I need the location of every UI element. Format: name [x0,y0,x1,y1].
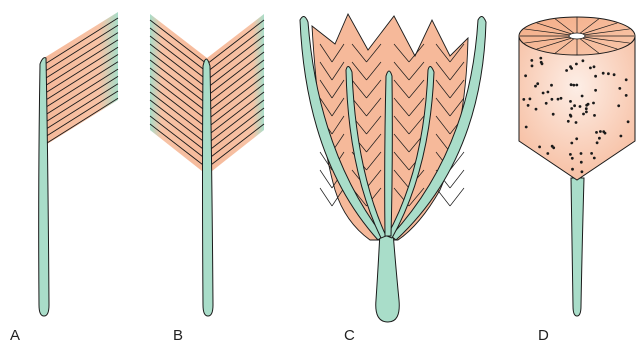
figure-a-parallel-muscle [39,12,118,316]
stipple-dot [525,126,528,129]
stipple-dot [565,69,568,72]
stipple-dot [531,65,534,68]
stipple-dot [593,114,596,117]
stipple-dot [570,142,573,145]
label-a: A [10,327,20,344]
stipple-dot [527,104,530,107]
stipple-dot [575,63,578,66]
stipple-dot [535,108,538,111]
stipple-dot [522,98,525,101]
stipple-dot [593,65,596,68]
stipple-dot [529,98,532,101]
stipple-dot [589,67,592,70]
stipple-dot [598,137,601,140]
fibre-line [320,188,332,206]
stipple-dot [573,104,576,107]
stipple-dot [595,131,598,134]
stipple-dot [594,75,597,78]
stipple-dot [575,137,578,140]
figure-c-tendon-center [385,71,393,236]
stipple-dot [575,84,578,87]
stipple-dot [569,65,572,68]
stipple-dot [581,170,584,173]
stipple-dot [571,157,574,160]
stipple-dot [550,84,553,87]
figure-b-left-belly [150,14,207,175]
stipple-dot [524,74,527,77]
stipple-dot [585,107,588,110]
stipple-dot [534,85,537,88]
stipple-dot [567,120,570,123]
stipple-dot [594,89,597,92]
stipple-dot [620,135,623,138]
label-b: B [173,327,183,344]
stipple-dot [569,100,572,103]
stipple-dot [569,153,572,156]
stipple-dot [613,73,616,76]
stipple-dot [590,152,593,155]
stipple-dot [536,82,539,85]
stipple-dot [572,84,575,87]
stipple-dot [625,94,628,97]
stipple-dot [582,113,585,116]
stipple-dot [570,107,573,110]
stipple-dot [592,102,595,105]
stipple-dot [571,168,574,171]
stipple-dot [539,57,542,60]
stipple-dot [579,105,582,108]
stipple-dot [580,161,583,164]
stipple-dot [581,95,584,98]
stipple-dot [551,145,554,148]
stipple-dot [587,103,590,106]
stipple-dot [540,61,543,64]
stipple-dot [551,98,554,101]
figure-c-tendon-stem [376,232,400,322]
stipple-dot [575,121,578,124]
stipple-dot [560,97,563,100]
stipple-dot [617,104,620,107]
stipple-dot [602,72,605,75]
stipple-dot [538,146,541,149]
fibre-line [450,188,464,206]
stipple-dot [547,91,550,94]
figure-b-right-belly [207,14,264,175]
stipple-dot [542,92,545,95]
figure-d-cylindrical-muscle [519,17,635,316]
stipple-dot [599,130,602,133]
stipple-dot [545,102,548,105]
stipple-dot [618,87,621,90]
label-d: D [538,327,549,344]
figure-d-tendon [571,178,584,316]
stipple-dot [596,141,599,144]
stipple-dot [593,157,596,160]
stipple-dot [552,113,555,116]
figure-b-bipennate-muscle [150,14,264,316]
stipple-dot [602,130,605,133]
figure-c-multipennate-muscle [300,14,486,322]
stipple-dot [625,78,628,81]
figure-d-center-ring [569,33,585,39]
stipple-dot [585,111,588,114]
stipple-dot [546,152,549,155]
stipple-dot [607,72,610,75]
stipple-dot [582,59,585,62]
stipple-dot [570,83,573,86]
fibre-line [450,170,464,188]
stipple-dot [569,114,572,117]
stipple-dot [557,98,560,101]
stipple-dot [580,152,583,155]
stipple-dot [627,120,630,123]
stipple-dot [530,59,533,62]
label-c: C [344,327,355,344]
